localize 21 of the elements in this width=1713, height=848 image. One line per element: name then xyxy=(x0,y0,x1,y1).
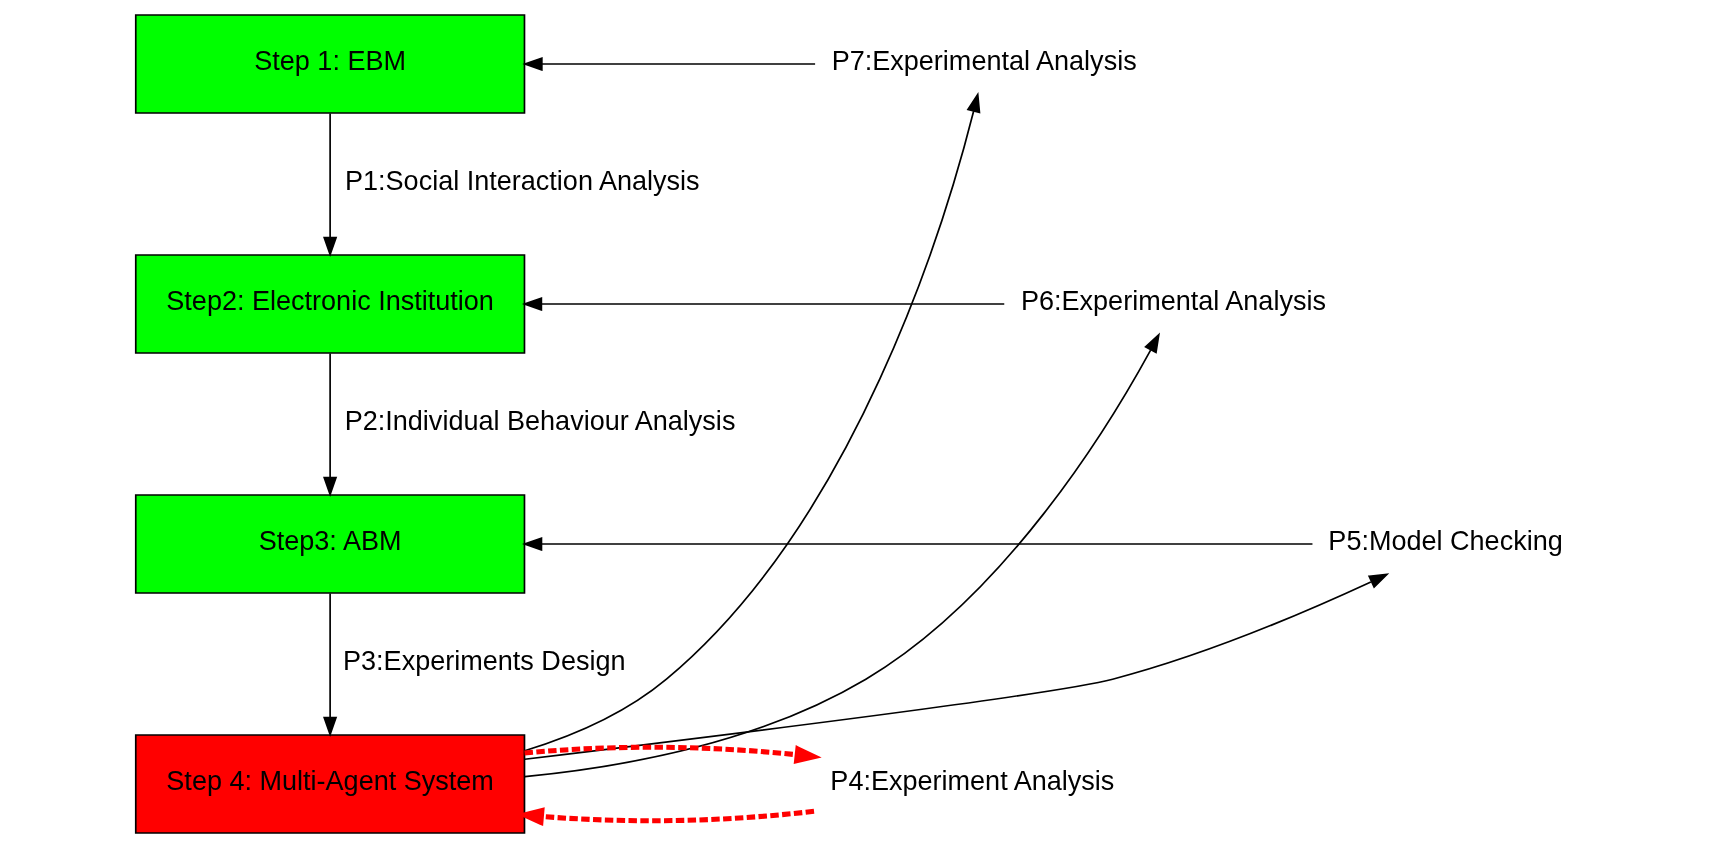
node-box: Step 4: Multi-Agent System xyxy=(134,734,525,834)
node-text: P5:Model Checking xyxy=(1327,526,1563,557)
node-box: Step3: ABM xyxy=(134,494,525,594)
node-box: Step2: Electronic Institution xyxy=(134,254,525,354)
edge-label: P3:Experiments Design xyxy=(342,646,626,677)
arrow xyxy=(523,332,1160,778)
node-text: P7:Experimental Analysis xyxy=(831,46,1137,77)
arrow xyxy=(521,56,816,72)
arrow xyxy=(521,296,1005,312)
node-text: P6:Experimental Analysis xyxy=(1020,286,1326,317)
arrow xyxy=(523,744,822,764)
arrow xyxy=(322,352,337,498)
arrow xyxy=(523,573,1389,761)
edge-label: P2:Individual Behaviour Analysis xyxy=(344,406,735,437)
arrow xyxy=(523,92,980,752)
arrow xyxy=(521,536,1313,552)
node-text: P4:Experiment Analysis xyxy=(829,766,1114,797)
node-box: Step 1: EBM xyxy=(134,14,525,114)
arrow xyxy=(322,112,337,258)
arrow xyxy=(322,592,337,738)
edge-label: P1:Social Interaction Analysis xyxy=(344,166,700,197)
